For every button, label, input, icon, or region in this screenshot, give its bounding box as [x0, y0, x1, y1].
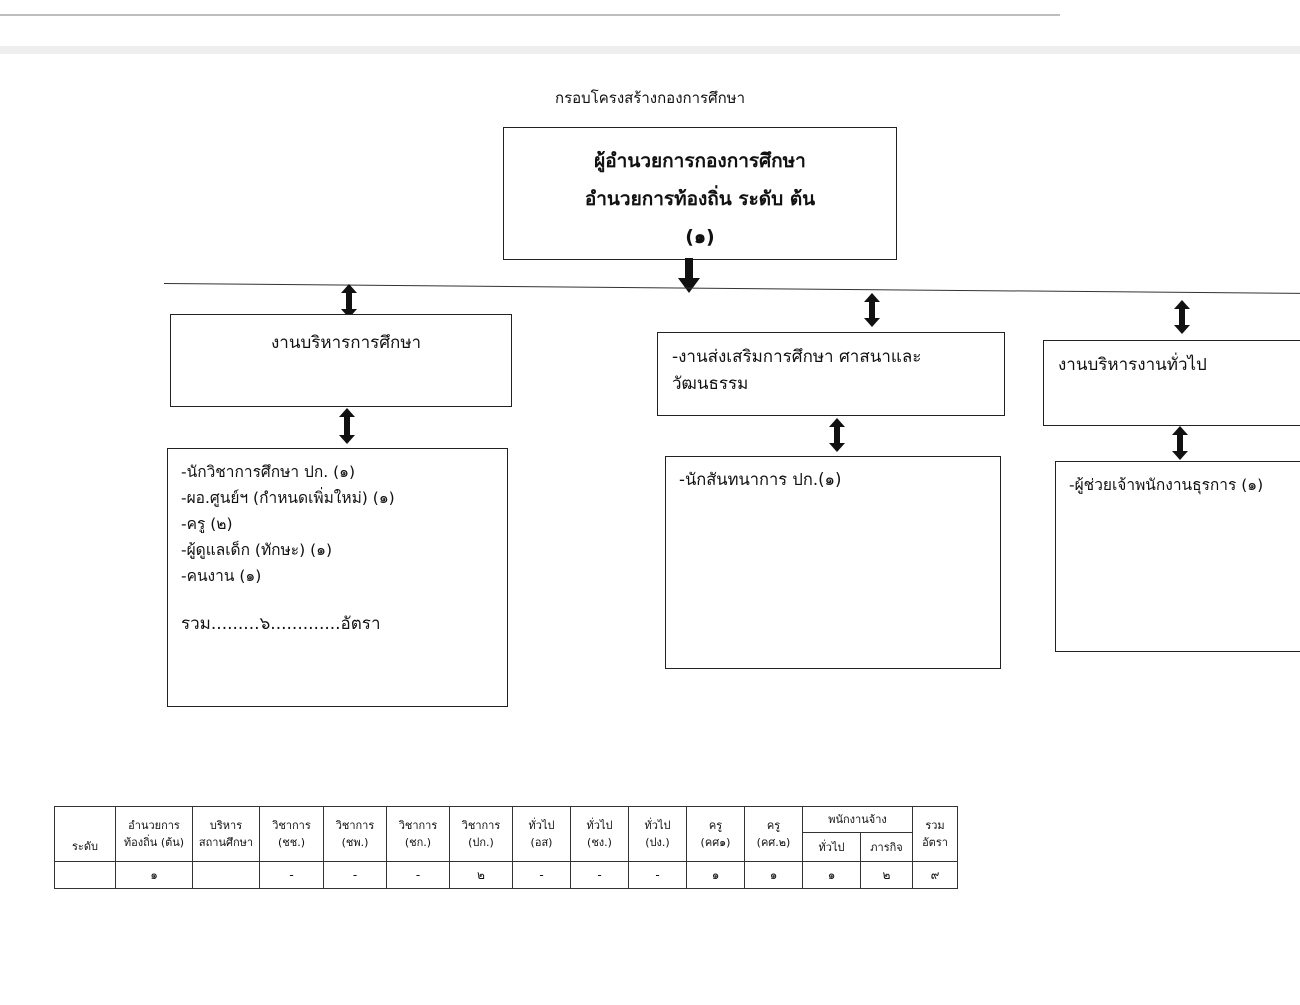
unit-title: งานบริหารงานทั่วไป	[1058, 355, 1207, 375]
header-employee-mission: ภารกิจ	[860, 832, 913, 862]
double-arrow-icon	[1172, 426, 1188, 460]
table-row: ๑ - - - ๒ - - - ๑ ๑ ๑ ๒ ๙	[54, 861, 958, 889]
table-header-row: ระดับ อำนวยการ ท้องถิ่น (ต้น) บริหาร สถา…	[54, 805, 958, 862]
header-text: รวม	[925, 819, 945, 832]
staff-box-education-admin: -นักวิชาการศึกษา ปก. (๑) -ผอ.ศูนย์ฯ (กำห…	[167, 448, 508, 707]
header-text: ท้องถิ่น (ต้น)	[123, 836, 185, 849]
table-cell: ๒	[449, 861, 513, 889]
unit-title: งานบริหารการศึกษา	[271, 333, 422, 353]
staff-total: รวม.........๖.............อัตรา	[181, 614, 381, 634]
scan-edge-line	[0, 14, 1060, 16]
header-text: ทั่วไป	[586, 819, 613, 832]
double-arrow-icon	[829, 418, 845, 452]
header-academic-pro: วิชาการ (ชพ.)	[323, 806, 387, 862]
staff-item: -นักวิชาการศึกษา ปก. (๑)	[181, 463, 355, 481]
header-text: บริหาร	[209, 819, 243, 832]
head-position-count: (๑)	[685, 226, 715, 248]
header-text: (คศ๑)	[700, 836, 731, 849]
head-down-arrow	[678, 258, 700, 293]
header-text: ครู	[708, 819, 723, 832]
header-text: วิชาการ	[335, 819, 375, 832]
table-cell: -	[386, 861, 450, 889]
header-general-sr: ทั่วไป (อส)	[512, 806, 571, 862]
page-title: กรอบโครงสร้างกองการศึกษา	[555, 89, 745, 107]
position-summary-table: ระดับ อำนวยการ ท้องถิ่น (ต้น) บริหาร สถา…	[54, 805, 958, 889]
table-cell: -	[512, 861, 571, 889]
table-cell: -	[323, 861, 387, 889]
unit-box-education-admin: งานบริหารการศึกษา	[170, 314, 512, 407]
head-position-title: ผู้อำนวยการกองการศึกษา	[594, 150, 806, 172]
table-cell	[54, 861, 116, 889]
header-text: (ปก.)	[468, 836, 494, 849]
head-position-level: อำนวยการท้องถิ่น ระดับ ต้น	[584, 188, 816, 210]
header-text: ทั่วไป	[644, 819, 671, 832]
header-academic-op: วิชาการ (ปก.)	[449, 806, 513, 862]
header-text: (คศ.๒)	[756, 836, 791, 849]
header-employee-general: ทั่วไป	[802, 832, 861, 862]
header-employee: พนักงานจ้าง	[802, 805, 913, 834]
header-text: ครู	[766, 819, 781, 832]
header-text: อำนวยการ	[128, 819, 180, 832]
header-local-director: อำนวยการ ท้องถิ่น (ต้น)	[115, 806, 193, 862]
staff-item: -คนงาน (๑)	[181, 567, 262, 585]
double-arrow-icon	[864, 293, 880, 327]
header-teacher1: ครู (คศ๑)	[686, 806, 745, 862]
table-cell: ๑	[802, 861, 861, 889]
header-text: (ชง.)	[587, 836, 612, 849]
staff-item: -ผู้ดูแลเด็ก (ทักษะ) (๑)	[181, 541, 333, 559]
staff-item: -นักสันทนาการ ปก.(๑)	[679, 470, 842, 489]
header-text: วิชาการ	[461, 819, 501, 832]
header-text: (ปง.)	[645, 836, 670, 849]
header-level: ระดับ	[54, 806, 116, 862]
table-cell: -	[259, 861, 324, 889]
table-cell: ๑	[686, 861, 745, 889]
staff-item: -ผู้ช่วยเจ้าพนักงานธุรการ (๑)	[1069, 476, 1264, 494]
table-subheader-row: ทั่วไป ภารกิจ	[55, 832, 958, 862]
header-general-exp: ทั่วไป (ชง.)	[570, 806, 629, 862]
header-text: อัตรา	[922, 836, 948, 849]
connector-line	[163, 283, 1300, 295]
double-arrow-icon	[1174, 300, 1190, 334]
table-cell: -	[570, 861, 629, 889]
header-text: (อส)	[530, 836, 553, 849]
staff-box-general-admin: -ผู้ช่วยเจ้าพนักงานธุรการ (๑)	[1055, 461, 1300, 652]
unit-box-general-admin: งานบริหารงานทั่วไป	[1043, 340, 1300, 426]
header-text: (ชช.)	[277, 836, 305, 849]
staff-item: -ครู (๒)	[181, 515, 233, 533]
header-text: ทั่วไป	[528, 819, 555, 832]
unit-title: -งานส่งเสริมการศึกษา ศาสนาและวัฒนธรรม	[672, 347, 922, 394]
header-text: วิชาการ	[272, 819, 311, 832]
header-text: สถานศึกษา	[198, 836, 254, 849]
header-text: วิชาการ	[398, 819, 438, 832]
double-arrow-icon	[341, 284, 357, 318]
scan-edge-band	[0, 46, 1300, 54]
double-arrow-icon	[339, 408, 355, 444]
header-text: (ชก.)	[404, 836, 432, 849]
table-cell: ๑	[744, 861, 803, 889]
header-general-op: ทั่วไป (ปง.)	[628, 806, 687, 862]
table-cell: ๑	[115, 861, 193, 889]
unit-box-education-promotion: -งานส่งเสริมการศึกษา ศาสนาและวัฒนธรรม	[657, 332, 1005, 416]
table-cell: ๙	[912, 861, 958, 889]
header-school-admin: บริหาร สถานศึกษา	[192, 806, 260, 862]
staff-box-education-promotion: -นักสันทนาการ ปก.(๑)	[665, 456, 1001, 669]
header-teacher2: ครู (คศ.๒)	[744, 806, 803, 862]
table-cell	[192, 861, 260, 889]
table-cell: ๒	[860, 861, 913, 889]
staff-item: -ผอ.ศูนย์ฯ (กำหนดเพิ่มใหม่) (๑)	[181, 489, 395, 507]
head-position-box: ผู้อำนวยการกองการศึกษา อำนวยการท้องถิ่น …	[503, 127, 897, 260]
header-text: (ชพ.)	[341, 836, 369, 849]
table-cell: -	[628, 861, 687, 889]
header-academic-exp: วิชาการ (ชช.)	[259, 806, 324, 862]
header-total: รวม อัตรา	[912, 806, 958, 862]
header-academic-sr: วิชาการ (ชก.)	[386, 806, 450, 862]
